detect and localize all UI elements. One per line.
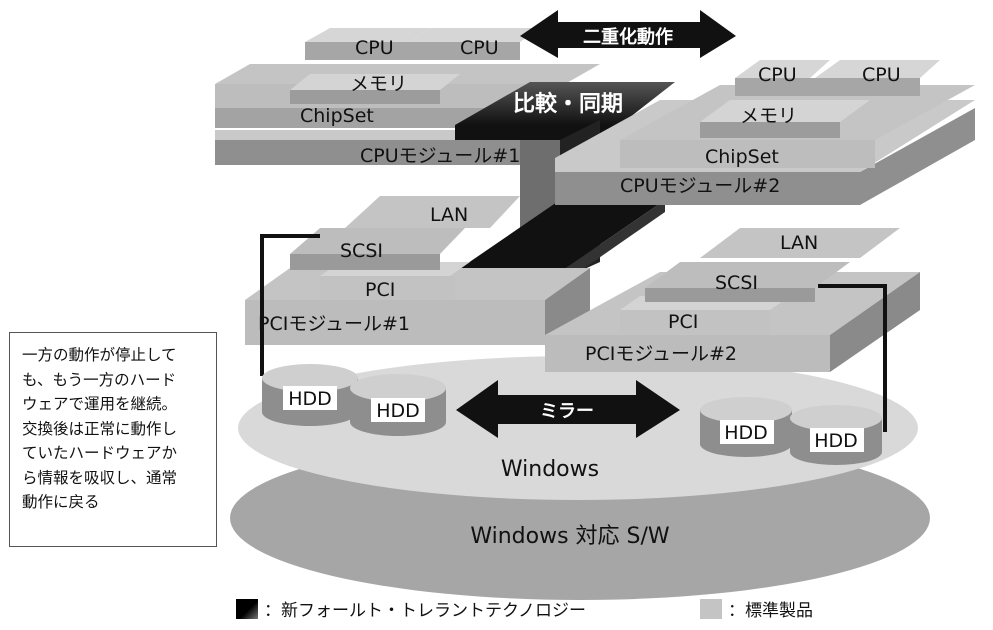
hdd-group-1: HDD HDD <box>262 364 446 436</box>
pci-2-label: PCI <box>668 311 698 333</box>
lan-2-label: LAN <box>780 232 818 254</box>
memory-2-label: メモリ <box>740 105 797 127</box>
mirror-arrow: ミラー <box>456 380 680 438</box>
legend-gray-swatch <box>700 598 722 619</box>
pci-module-1-label: PCIモジュール#1 <box>258 313 410 335</box>
scsi-2-label: SCSI <box>715 272 758 294</box>
failover-note: 一方の動作が停止して も、もう一方のハード ウェアで運用を継続。 交換後は正常に… <box>9 332 217 547</box>
legend-new-tech-label: ：新フォールト・トレラントテクノロジー <box>264 601 586 621</box>
chipset-1-label: ChipSet <box>300 105 374 127</box>
cpu-module-2: CPUモジュール#2 ChipSet メモリ CPU CPU <box>555 60 975 205</box>
hdd-1-label: HDD <box>288 388 332 410</box>
pci-module-2-label: PCIモジュール#2 <box>585 343 737 365</box>
hdd-group-2: HDD HDD <box>700 397 882 465</box>
windows-label: Windows <box>501 457 599 482</box>
note-line: ら情報を吸収し、通常 <box>22 468 178 487</box>
note-line: 動作に戻る <box>22 493 100 511</box>
cpu-2a-label: CPU <box>758 64 797 86</box>
cpu-module-2-label: CPUモジュール#2 <box>620 175 780 197</box>
legend-new-tech: ：新フォールト・トレラントテクノロジー <box>236 596 586 621</box>
cpu-2b-label: CPU <box>862 64 901 86</box>
hdd-2-label: HDD <box>376 400 420 422</box>
note-line: も、もう一方のハード <box>22 370 177 389</box>
duplex-arrow: 二重化動作 <box>520 10 736 58</box>
scsi-1-label: SCSI <box>340 240 383 262</box>
legend-standard-label: ：標準製品 <box>728 601 813 621</box>
note-line: 一方の動作が停止して <box>22 346 177 364</box>
note-line: ていたハードウェアか <box>22 444 178 462</box>
sync-label: 比較・同期 <box>513 91 623 117</box>
cable-1 <box>260 234 320 376</box>
cpu-1b-label: CPU <box>460 37 499 59</box>
pci-1-label: PCI <box>365 279 395 301</box>
pci-module-1: PCIモジュール#1 PCI SCSI LAN <box>245 196 590 345</box>
duplex-label: 二重化動作 <box>583 26 673 48</box>
sync-ibeam: 比較・同期 <box>455 82 675 285</box>
hdd-4-label: HDD <box>814 430 858 452</box>
legend-dark-swatch <box>236 598 258 619</box>
note-line: ウェアで運用を継続。 <box>22 395 178 413</box>
windows-sw-label: Windows 対応 S/W <box>470 524 670 549</box>
memory-1-label: メモリ <box>350 73 407 95</box>
hdd-3-label: HDD <box>724 422 768 444</box>
cable-2 <box>818 284 887 432</box>
note-line: 交換後は正常に動作し <box>22 419 178 438</box>
cpu-1a-label: CPU <box>355 37 394 59</box>
legend-standard: ：標準製品 <box>700 596 813 621</box>
chipset-2-label: ChipSet <box>705 146 779 168</box>
cpu-module-1-label: CPUモジュール#1 <box>360 145 520 167</box>
lan-1-label: LAN <box>430 204 468 226</box>
mirror-label: ミラー <box>540 401 594 422</box>
